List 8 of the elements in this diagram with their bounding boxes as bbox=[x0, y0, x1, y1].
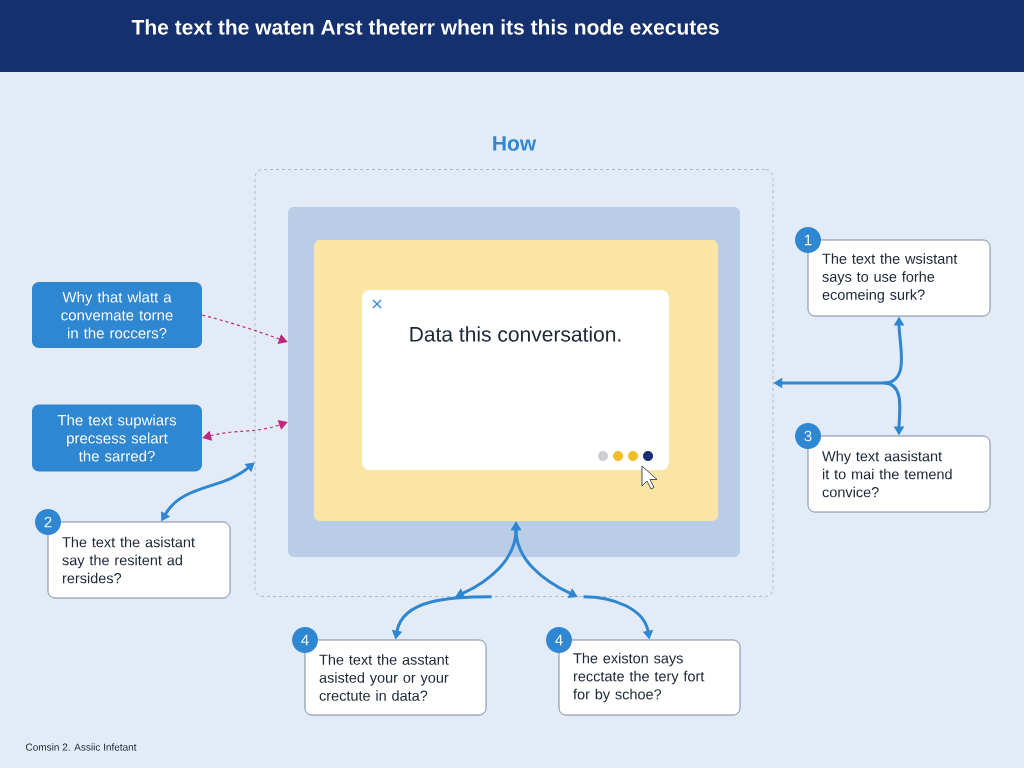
dialog-card: Data this conversation. bbox=[362, 290, 669, 470]
arrow bbox=[202, 420, 288, 441]
question-box: Why that wlatt a convemate torne in the roccers? bbox=[32, 282, 202, 348]
arrow bbox=[201, 314, 288, 344]
heading: How bbox=[493, 136, 537, 151]
title: The text the waten Arst theterr when its this node executes bbox=[131, 19, 719, 35]
footer-note: Comsin 2. Assiic Infetant bbox=[26, 743, 137, 751]
question-box: The text supwiars precsess selart the sarred? bbox=[32, 404, 202, 472]
